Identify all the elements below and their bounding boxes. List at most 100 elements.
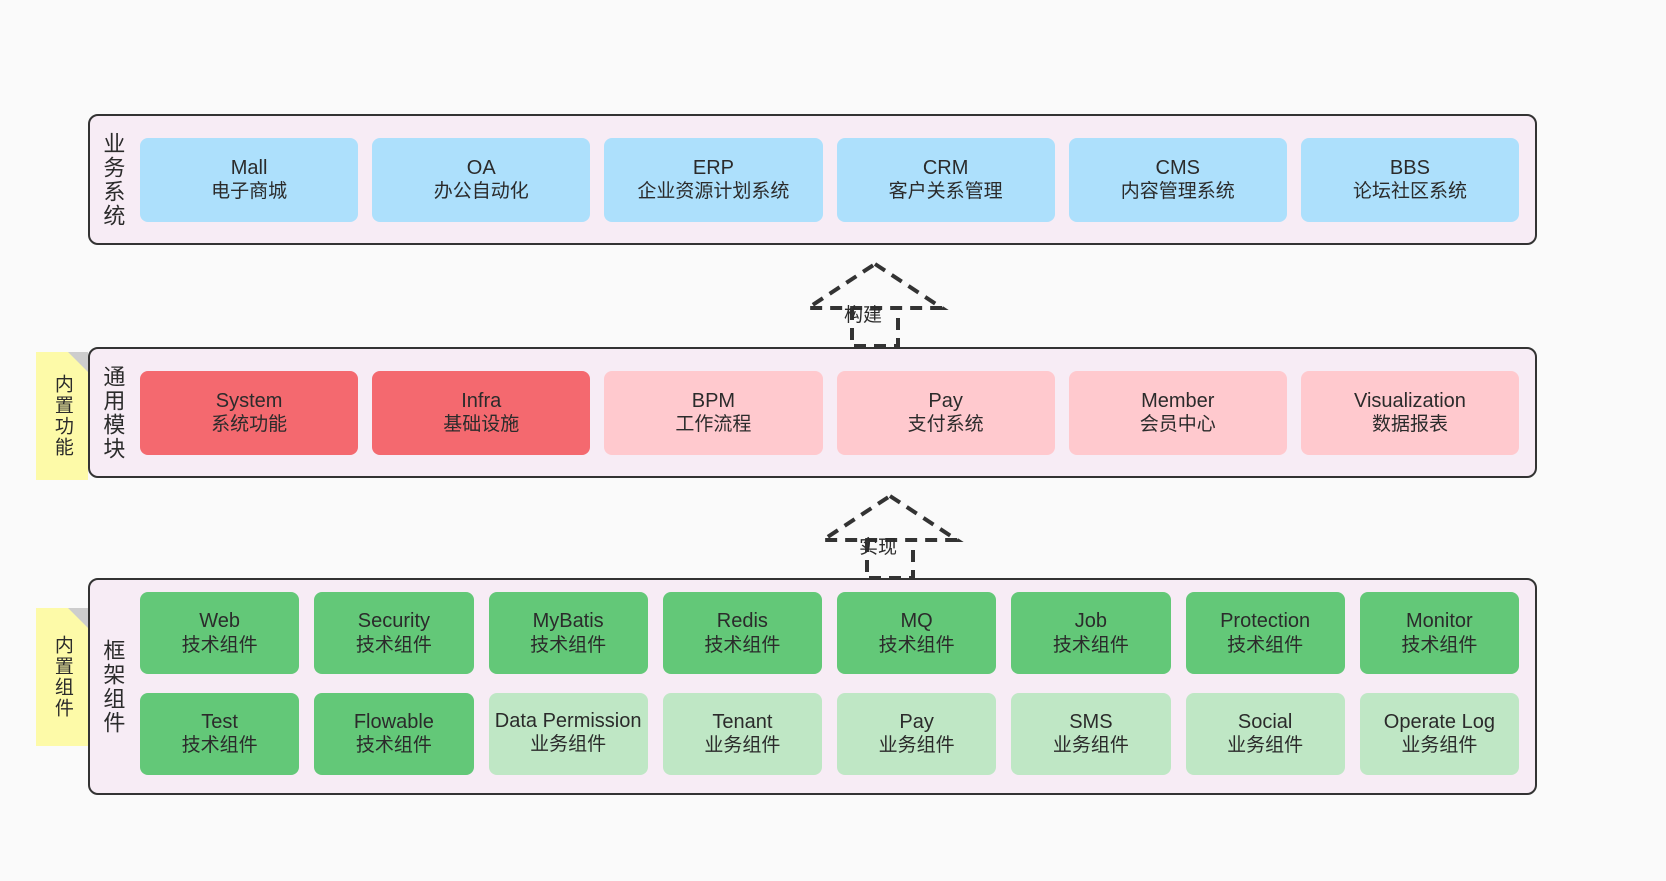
card-bbs[interactable]: BBS 论坛社区系统 — [1300, 137, 1520, 222]
card-mybatis[interactable]: MyBatis 技术组件 — [488, 592, 648, 674]
card-bpm-cn: 工作流程 — [675, 414, 752, 436]
card-visualization-cn: 数据报表 — [1371, 414, 1448, 436]
card-monitor-cn: 技术组件 — [1401, 634, 1478, 656]
card-mybatis-cn: 技术组件 — [530, 634, 607, 656]
sticky-builtin-functions-label: 内置功能 — [51, 374, 73, 458]
card-job-en: Job — [1074, 610, 1107, 633]
card-mybatis-en: MyBatis — [532, 610, 604, 633]
card-flowable-en: Flowable — [353, 710, 434, 733]
card-bbs-en: BBS — [1389, 156, 1430, 179]
card-pay-component-cn: 业务组件 — [878, 735, 955, 757]
card-redis[interactable]: Redis 技术组件 — [662, 592, 822, 674]
card-system[interactable]: System 系统功能 — [140, 370, 359, 455]
card-job[interactable]: Job 技术组件 — [1011, 592, 1171, 674]
card-system-cn: 系统功能 — [211, 414, 288, 436]
card-tenant[interactable]: Tenant 业务组件 — [662, 692, 822, 775]
card-protection-cn: 技术组件 — [1227, 634, 1304, 656]
card-test[interactable]: Test 技术组件 — [140, 692, 300, 775]
card-crm-en: CRM — [922, 156, 969, 179]
card-erp-en: ERP — [692, 156, 734, 179]
card-pay-module[interactable]: Pay 支付系统 — [836, 370, 1055, 455]
card-visualization-en: Visualization — [1353, 389, 1466, 412]
card-flowable-cn: 技术组件 — [355, 735, 432, 757]
card-pay-module-cn: 支付系统 — [907, 414, 984, 436]
card-operate-log[interactable]: Operate Log 业务组件 — [1359, 692, 1519, 775]
card-crm-cn: 客户关系管理 — [888, 181, 1003, 203]
card-mq-cn: 技术组件 — [878, 634, 955, 656]
arrow-build-glyph — [801, 261, 949, 348]
layer-common-modules: 通用模块 System 系统功能 Infra 基础设施 BPM 工作流程 Pay… — [88, 347, 1537, 478]
card-mall-cn: 电子商城 — [211, 181, 288, 203]
layer-business-systems: 业务系统 Mall 电子商城 OA 办公自动化 ERP 企业资源计划系统 CRM… — [88, 114, 1537, 245]
card-infra-cn: 基础设施 — [443, 414, 520, 436]
card-job-cn: 技术组件 — [1052, 634, 1129, 656]
card-member-en: Member — [1141, 389, 1215, 412]
arrow-build: 构建 — [795, 258, 955, 350]
framework-row-business: Test 技术组件 Flowable 技术组件 Data Permission … — [140, 692, 1519, 782]
card-protection-en: Protection — [1220, 610, 1311, 633]
sticky-fold-corner-icon — [68, 608, 88, 628]
card-data-permission[interactable]: Data Permission 业务组件 — [488, 692, 648, 775]
framework-row-technical: Web 技术组件 Security 技术组件 MyBatis 技术组件 Redi… — [140, 592, 1519, 681]
layer-business-title: 业务系统 — [100, 131, 126, 228]
card-crm[interactable]: CRM 客户关系管理 — [836, 137, 1055, 222]
card-pay-component-en: Pay — [899, 710, 934, 733]
card-tenant-cn: 业务组件 — [704, 735, 781, 757]
sticky-fold-corner-icon — [68, 352, 88, 372]
card-bbs-cn: 论坛社区系统 — [1352, 181, 1467, 203]
card-visualization[interactable]: Visualization 数据报表 — [1300, 370, 1520, 455]
card-member[interactable]: Member 会员中心 — [1068, 370, 1287, 455]
card-infra[interactable]: Infra 基础设施 — [372, 370, 591, 455]
card-infra-en: Infra — [461, 389, 502, 412]
card-flowable[interactable]: Flowable 技术组件 — [314, 692, 474, 775]
card-cms-cn: 内容管理系统 — [1120, 181, 1235, 203]
card-social-en: Social — [1237, 710, 1293, 733]
card-cms[interactable]: CMS 内容管理系统 — [1068, 137, 1287, 222]
card-web[interactable]: Web 技术组件 — [140, 592, 300, 674]
card-erp[interactable]: ERP 企业资源计划系统 — [604, 137, 823, 222]
card-monitor-en: Monitor — [1406, 610, 1473, 633]
card-sms[interactable]: SMS 业务组件 — [1011, 692, 1171, 775]
card-pay-module-en: Pay — [928, 389, 963, 412]
card-oa[interactable]: OA 办公自动化 — [372, 137, 591, 222]
card-data-permission-en: Data Permission — [494, 710, 642, 733]
card-test-cn: 技术组件 — [181, 735, 258, 757]
arrow-implement-label: 实现 — [859, 537, 898, 558]
sticky-builtin-functions: 内置功能 — [36, 352, 88, 480]
card-oa-en: OA — [466, 156, 496, 179]
card-operate-log-en: Operate Log — [1383, 710, 1495, 733]
layer-framework-title: 框架组件 — [100, 638, 126, 735]
card-mall[interactable]: Mall 电子商城 — [140, 137, 359, 222]
layer-framework-components: 框架组件 Web 技术组件 Security 技术组件 MyBatis 技术组件… — [88, 578, 1537, 795]
card-oa-cn: 办公自动化 — [433, 181, 529, 203]
card-mq[interactable]: MQ 技术组件 — [837, 592, 997, 674]
layer-modules-cards: System 系统功能 Infra 基础设施 BPM 工作流程 Pay 支付系统… — [134, 349, 1535, 476]
card-protection[interactable]: Protection 技术组件 — [1185, 592, 1345, 674]
card-mq-en: MQ — [900, 610, 933, 633]
card-tenant-en: Tenant — [712, 710, 773, 733]
card-sms-en: SMS — [1069, 710, 1113, 733]
sticky-builtin-components-label: 内置组件 — [51, 635, 73, 719]
arrow-build-label: 构建 — [844, 305, 883, 326]
card-social[interactable]: Social 业务组件 — [1185, 692, 1345, 775]
layer-framework-cards: Web 技术组件 Security 技术组件 MyBatis 技术组件 Redi… — [134, 580, 1535, 793]
card-security[interactable]: Security 技术组件 — [314, 592, 474, 674]
card-mall-en: Mall — [230, 156, 268, 179]
card-redis-cn: 技术组件 — [704, 634, 781, 656]
card-redis-en: Redis — [716, 610, 768, 633]
card-bpm[interactable]: BPM 工作流程 — [604, 370, 823, 455]
card-system-en: System — [215, 389, 283, 412]
card-security-en: Security — [357, 610, 430, 633]
card-pay-component[interactable]: Pay 业务组件 — [837, 692, 997, 775]
card-security-cn: 技术组件 — [355, 634, 432, 656]
layer-business-cards: Mall 电子商城 OA 办公自动化 ERP 企业资源计划系统 CRM 客户关系… — [134, 116, 1535, 243]
card-social-cn: 业务组件 — [1227, 735, 1304, 757]
card-monitor[interactable]: Monitor 技术组件 — [1359, 592, 1519, 674]
card-web-en: Web — [199, 610, 240, 633]
card-cms-en: CMS — [1155, 156, 1200, 179]
card-sms-cn: 业务组件 — [1052, 735, 1129, 757]
card-member-cn: 会员中心 — [1139, 414, 1216, 436]
card-bpm-en: BPM — [691, 389, 736, 412]
sticky-builtin-components: 内置组件 — [36, 608, 88, 746]
